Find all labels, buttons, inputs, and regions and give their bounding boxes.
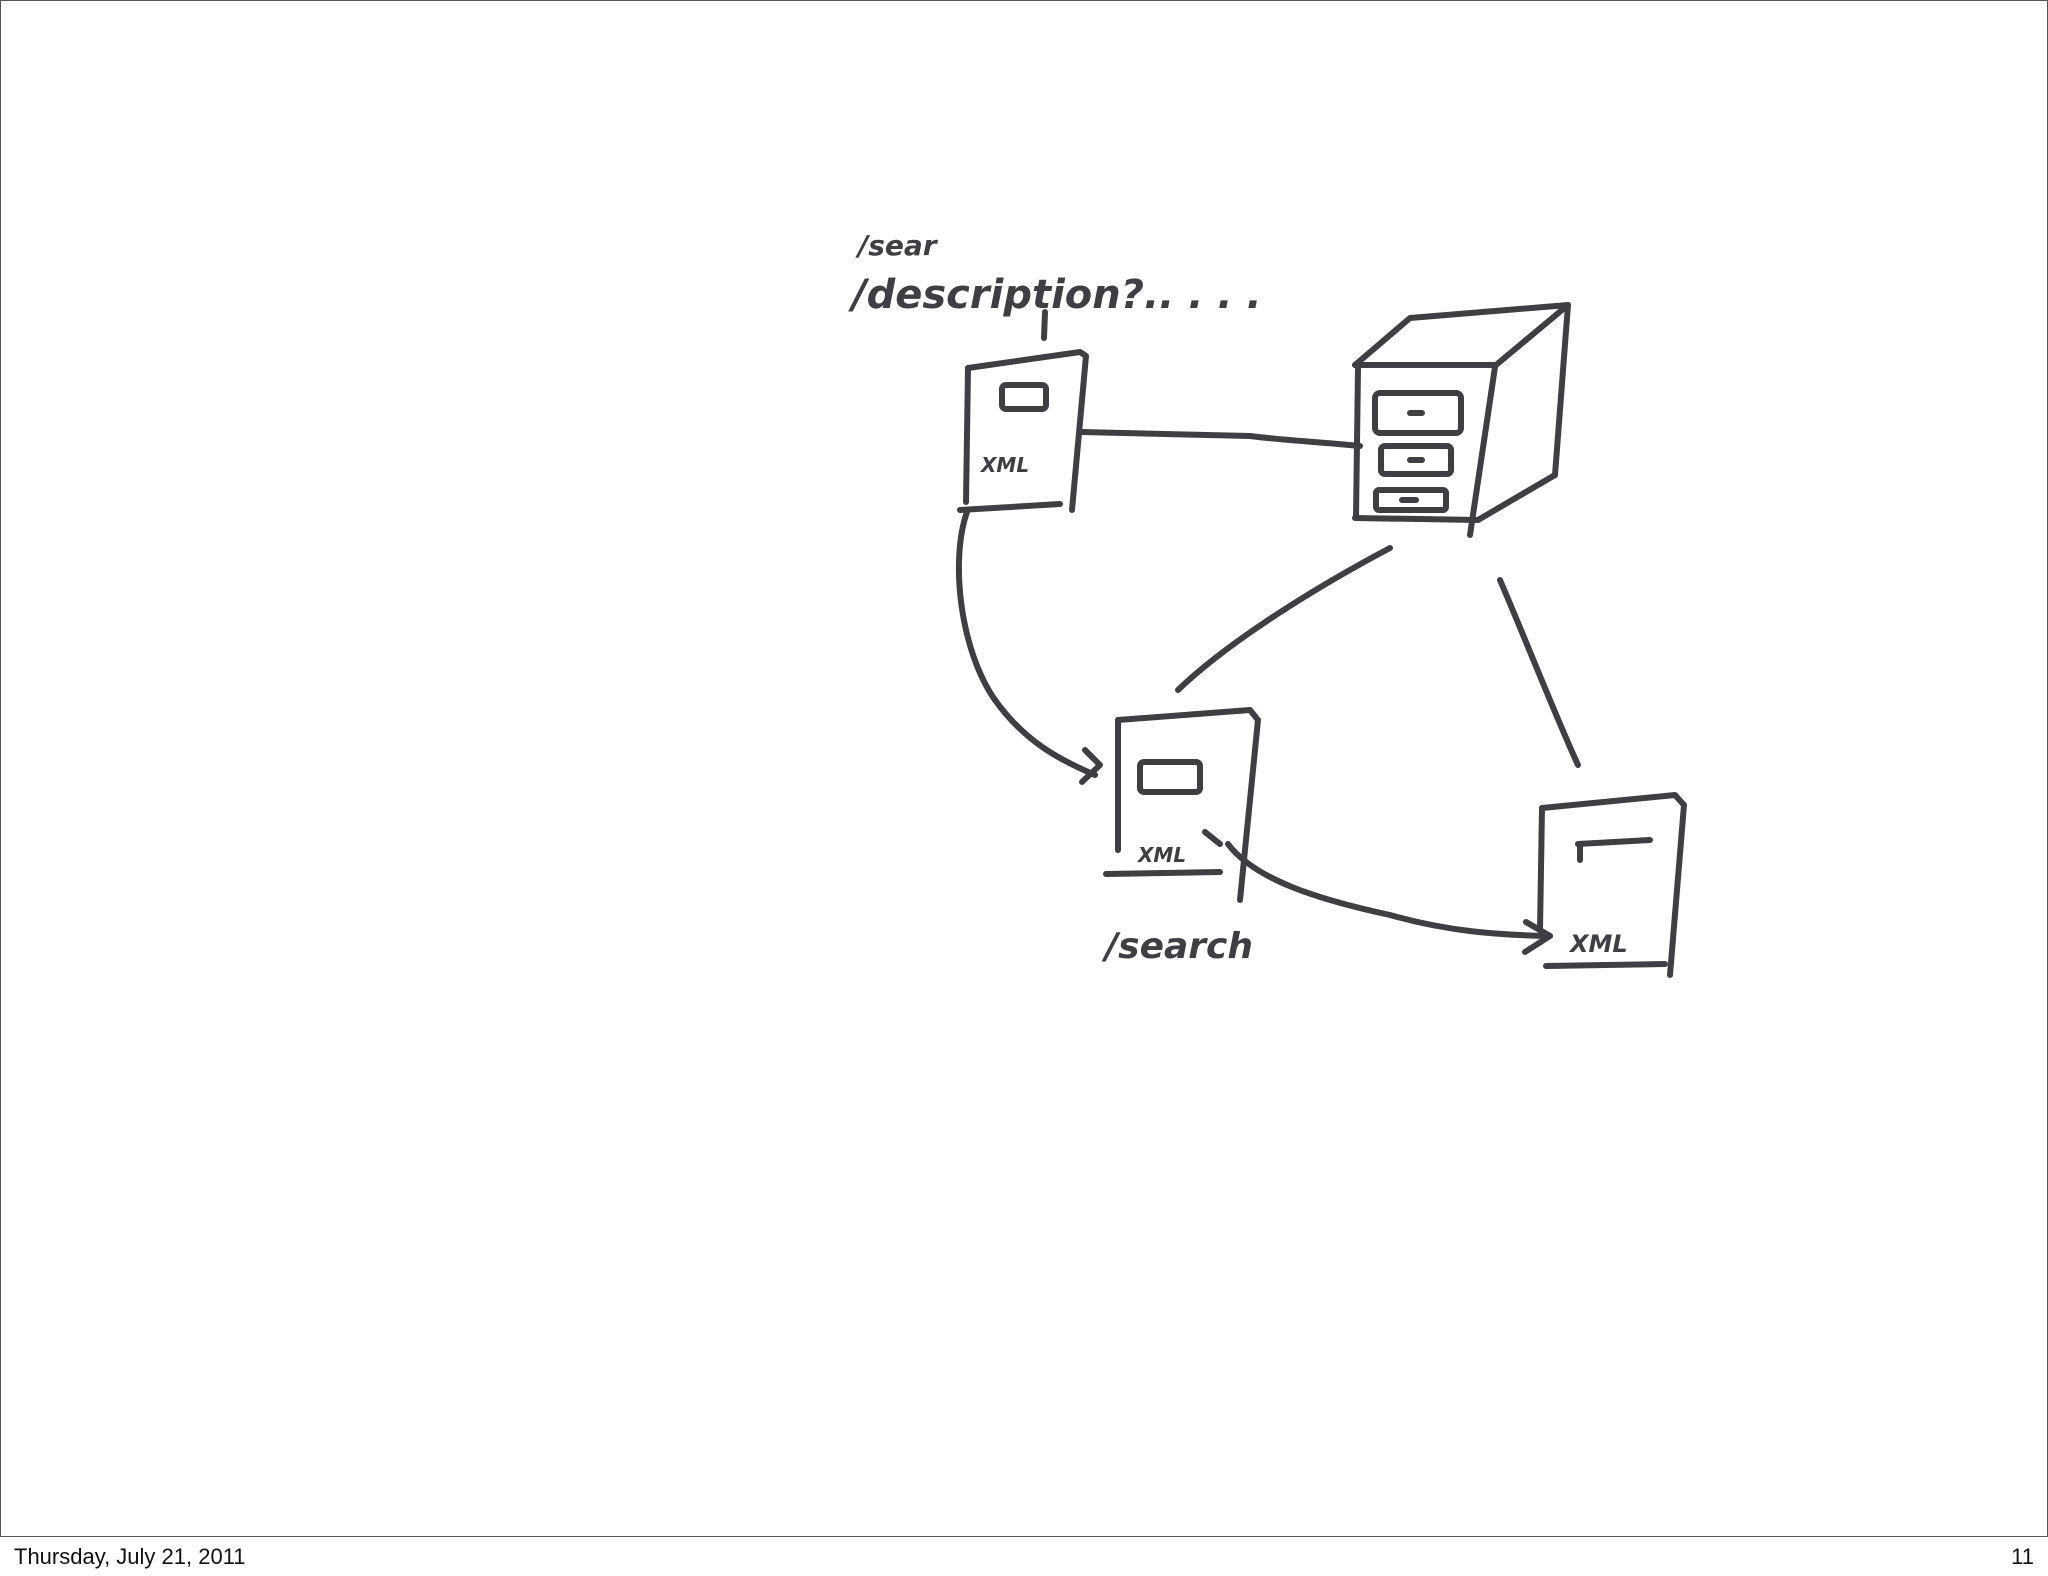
drawer-1	[1372, 390, 1464, 436]
footer-date: Thursday, July 21, 2011	[14, 1544, 246, 1569]
xml-document-middle-mark	[1202, 829, 1223, 847]
arrowhead-right-doc	[1522, 919, 1553, 955]
slide-footer: Thursday, July 21, 2011 11	[0, 1537, 2048, 1576]
xml-document-top-outline	[965, 349, 1089, 513]
xml-label-top: XML	[979, 453, 1029, 477]
arrowhead-middle-doc	[1079, 747, 1103, 785]
xml-document-top-left	[963, 365, 971, 505]
xml-document-middle-bottom	[1103, 869, 1223, 877]
xml-document-right-outline	[1539, 792, 1687, 978]
xml-document-icon	[1537, 792, 1687, 978]
cabinet-right-back	[1552, 302, 1571, 478]
drawer-2	[1378, 443, 1454, 477]
label-sear: /sear	[855, 229, 939, 262]
hand-drawn-diagram: /sear /description?.. . . . XML	[848, 229, 1687, 978]
connectors	[955, 429, 1581, 955]
xml-document-middle-window	[1137, 759, 1203, 795]
xml-label-middle: XML	[1136, 843, 1186, 867]
file-cabinet-icon	[1352, 302, 1571, 538]
label-description: /description?.. . . .	[848, 272, 1262, 318]
cabinet-front-right	[1467, 364, 1498, 538]
curve-top-doc-to-middle-doc	[955, 509, 1098, 778]
line-doc-to-cabinet	[1079, 429, 1363, 449]
line-cabinet-to-right-doc	[1497, 577, 1581, 768]
cabinet-top-face	[1352, 302, 1571, 368]
xml-document-icon	[1103, 707, 1261, 903]
xml-document-middle-outline	[1115, 707, 1261, 903]
xml-document-right-window	[1575, 837, 1653, 863]
page-number: 11	[2011, 1544, 2034, 1569]
xml-document-icon	[957, 309, 1089, 513]
xml-document-right-left	[1537, 805, 1545, 933]
xml-document-top-window	[999, 382, 1049, 412]
label-search: /search	[1101, 926, 1253, 967]
line-cabinet-to-middle-doc	[1175, 545, 1393, 693]
cabinet-front-bottom	[1352, 515, 1481, 523]
xml-document-right-bottom	[1543, 961, 1668, 969]
slide	[0, 0, 2048, 1537]
cabinet-right-bottom	[1475, 472, 1558, 523]
curve-middle-doc-to-right-doc	[1225, 841, 1553, 939]
drawer-3	[1373, 487, 1449, 513]
xml-document-top-stem	[1041, 309, 1048, 341]
xml-document-top-bottom	[957, 501, 1063, 513]
xml-label-right: XML	[1568, 930, 1628, 958]
